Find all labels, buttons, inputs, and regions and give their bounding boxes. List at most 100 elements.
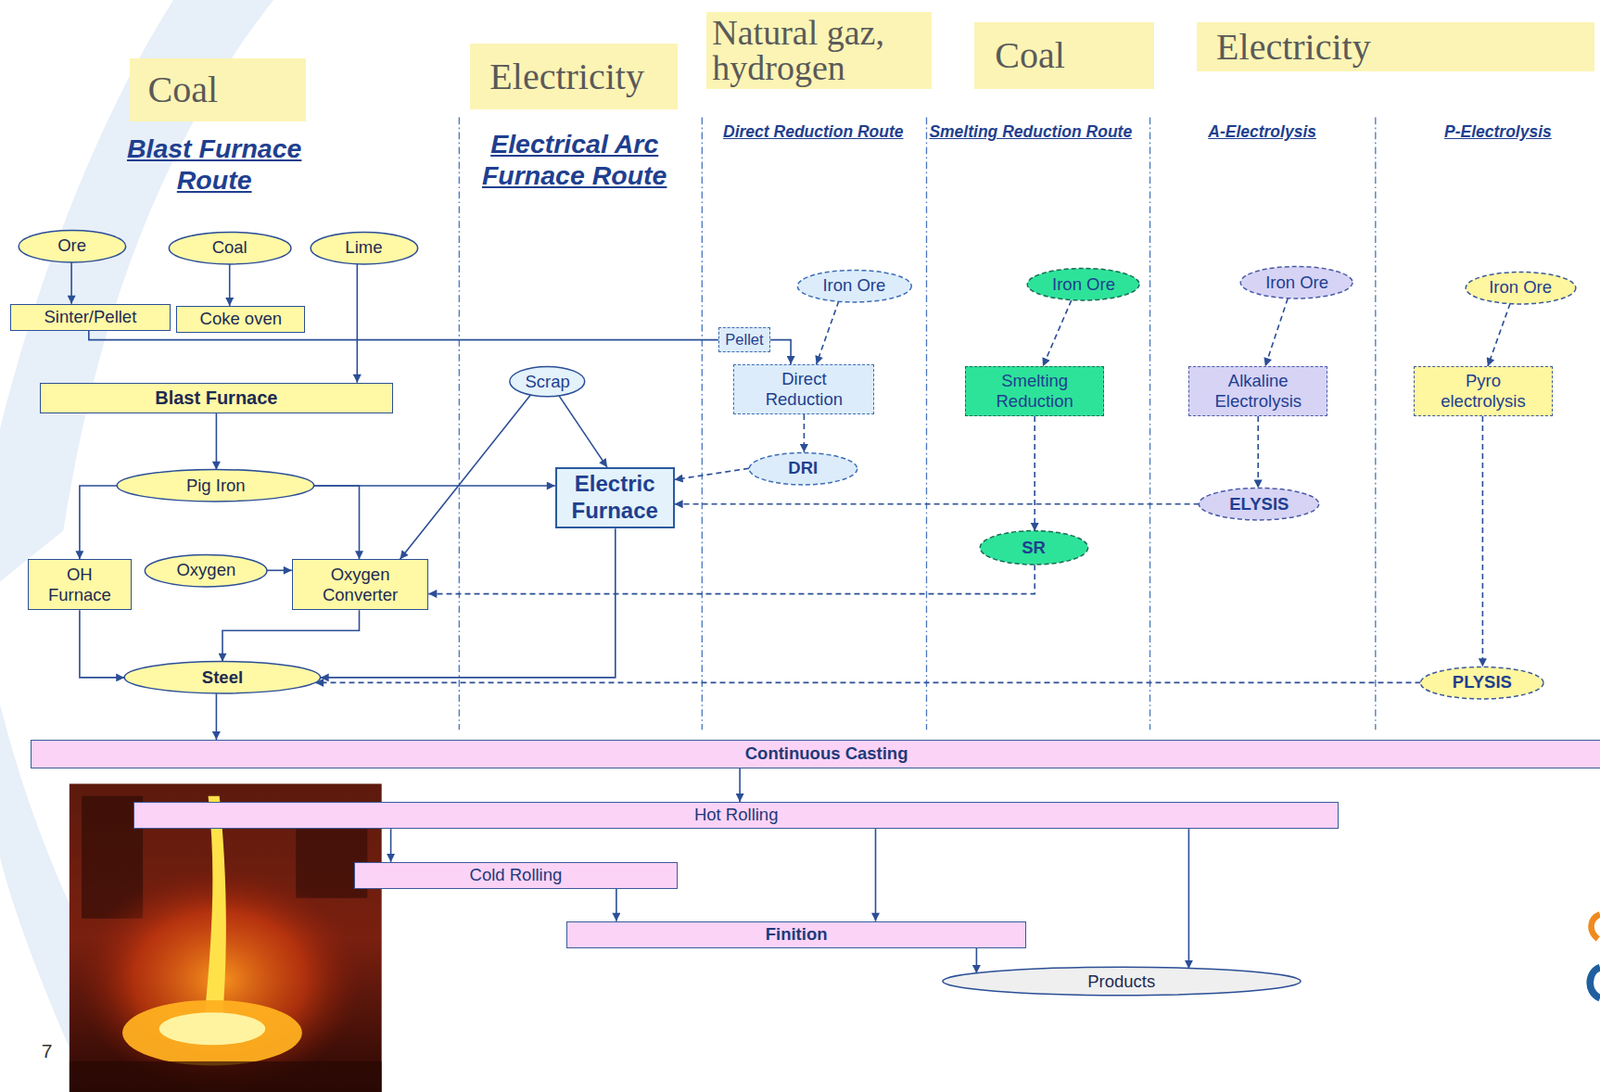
molten-steel-photo [69,784,382,1092]
ellipse-shape [1421,666,1545,699]
input-ellipse: Iron Ore [1464,270,1577,305]
input-ellipse: PLYSIS [1419,665,1545,700]
energy-source-header: Electricity [469,43,677,109]
ellipse-shape [1241,266,1354,299]
route-separator [1374,117,1376,731]
route-separator [701,117,703,731]
processing-band: Hot Rolling [133,801,1339,829]
flow-arrow [1482,416,1485,667]
node-text: Natural gaz, hydrogen [711,14,922,88]
route-separators [458,117,1375,731]
flow-arrow [428,564,1035,594]
node-text: Iron Ore [822,275,886,296]
node-text: Cold Rolling [469,864,563,886]
node-text: Electricity [1216,25,1372,70]
node-text: Pyro electrolysis [1422,370,1544,412]
energy-source-header: Natural gaz, hydrogen [706,12,932,89]
flow-arrow [615,888,618,922]
process-box: Coke oven [176,305,305,333]
node-text: PLYSIS [1452,672,1512,693]
node-text: Oxygen Converter [309,564,412,606]
logo-fragment [1591,914,1600,939]
route-title: Smelting Reduction Route [928,122,1133,142]
input-ellipse: SR [978,529,1090,567]
ellipse-shape [979,531,1088,565]
flow-arrow [266,569,293,572]
processing-band: Cold Rolling [354,862,678,889]
flow-arrow [976,948,978,974]
node-text: Scrap [524,371,570,393]
photo-ladle-core [159,1012,266,1045]
node-text: Coke oven [200,308,282,330]
node-text: OH Furnace [36,564,124,606]
node-text: Sinter/Pellet [44,306,138,328]
logo-fragment [1589,967,1600,999]
flow-arrow [674,503,1200,506]
node-text: Electric Furnace [563,470,666,525]
flow-arrow [1257,416,1259,488]
ellipse-shape [145,554,268,586]
flow-arrow [1487,303,1511,367]
input-ellipse: Iron Ore [1026,266,1141,302]
process-box: Pyro electrolysis [1413,366,1554,417]
node-text: Lime [344,237,382,258]
flow-arrow [228,264,231,306]
node-text: Pellet [724,330,763,350]
flow-arrow [674,468,750,480]
ellipse-shape [124,661,320,694]
route-separator [1149,117,1151,731]
route-title: Direct Reduction Route [699,122,927,142]
node-text: Coal [148,67,219,113]
input-ellipse: Iron Ore [796,268,913,304]
flow-arrow [1265,298,1288,367]
page-number: 7 [31,1039,63,1063]
route-separator [458,117,460,731]
ellipse-shape [168,231,292,264]
flow-arrow [803,414,806,453]
flow-arrow [770,340,791,365]
input-ellipse: Scrap [508,365,586,398]
flow-arrow [79,485,118,559]
ellipse-shape [1465,271,1576,304]
node-text: Blast Furnace [154,386,278,409]
flow-arrow [1188,828,1191,969]
flow-arrow [558,395,608,468]
input-ellipse: Pig Iron [114,468,317,503]
node-text: DRI [787,457,818,479]
photo-ground [69,784,382,1092]
flow-arrow [400,394,532,559]
flow-arrow [816,301,839,365]
node-text: Products [1087,971,1156,992]
photo-ladle-glow [122,1000,303,1066]
route-title: A-Electrolysis [1160,122,1365,142]
node-text: Continuous Casting [745,743,909,764]
processing-band: Continuous Casting [30,739,1600,769]
ellipse-shape [18,229,126,262]
input-ellipse: Lime [309,230,420,266]
node-text: Direct Reduction [747,368,862,410]
process-box: Electric Furnace [555,467,675,529]
photo-floor [69,1061,382,1092]
ellipse-shape [509,366,585,396]
flow-arrow [738,768,741,802]
node-text: Smelting Reduction [977,370,1093,412]
node-text: Pig Iron [186,475,246,496]
flow-arrow [215,693,218,740]
input-ellipse: Iron Ore [1239,265,1354,300]
process-box: Sinter/Pellet [10,304,171,331]
flow-arrow [875,828,877,922]
ellipse-shape [310,231,418,264]
node-text: ELYSIS [1229,494,1289,515]
process-box: Pellet [718,327,771,353]
process-box: Smelting Reduction [965,366,1105,417]
route-separator [926,117,927,731]
node-text: Coal [994,33,1066,78]
process-box: Blast Furnace [39,382,394,414]
node-text: SR [1021,537,1046,559]
ellipse-shape [942,967,1301,996]
node-text: Iron Ore [1052,274,1116,295]
ellipse-shape [117,469,316,502]
process-box: OH Furnace [27,558,132,610]
input-ellipse: Oxygen [143,553,268,588]
